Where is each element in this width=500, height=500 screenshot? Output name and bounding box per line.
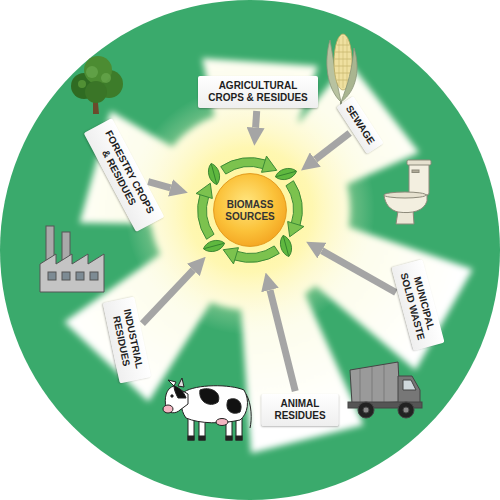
garbage-truck-icon (348, 362, 422, 418)
cow-icon (200, 389, 219, 405)
source-label: AGRICULTURAL CROPS & RESIDUES (204, 80, 312, 104)
white-star (64, 58, 472, 453)
center-glow (125, 85, 375, 335)
tree-icon (78, 80, 86, 88)
garbage-truck-icon (363, 407, 369, 413)
flow-arrow (270, 290, 295, 391)
garbage-truck-icon (398, 402, 414, 418)
cow-icon (171, 395, 173, 397)
flow-arrow (148, 182, 170, 188)
cycle-ring (206, 162, 222, 186)
cycle-ring (211, 164, 216, 183)
cow-icon (188, 436, 194, 440)
hub-label: BIOMASS SOURCES (221, 198, 279, 222)
factory-icon (40, 226, 104, 292)
hub-circle: BIOMASS SOURCES (188, 148, 313, 273)
cycle-ring (276, 171, 295, 176)
tree-icon (71, 56, 123, 114)
cycle-ring (286, 181, 302, 226)
factory-icon (46, 226, 54, 260)
factory-icon (62, 272, 70, 280)
cycle-ring (278, 234, 294, 258)
toilet-icon (409, 163, 429, 195)
toilet-icon (412, 170, 419, 173)
cow-icon (236, 436, 242, 440)
cycle-ring (221, 158, 266, 174)
cycle-ring (262, 156, 277, 172)
cycle-ring (206, 162, 222, 186)
cow-icon (163, 378, 251, 440)
cow-icon (163, 405, 173, 413)
cycle-ring (234, 246, 279, 262)
tree-icon (84, 56, 112, 84)
cycle-ring (283, 236, 288, 255)
cycle-ring (288, 222, 304, 237)
factory-icon (90, 272, 98, 280)
white-star (64, 58, 472, 453)
corn-icon (341, 48, 357, 102)
cow-icon (227, 399, 241, 414)
garbage-truck-icon (403, 407, 409, 413)
cow-icon (226, 436, 232, 440)
garbage-truck-icon (350, 362, 400, 404)
cow-icon (181, 386, 247, 423)
flow-arrow (142, 270, 193, 324)
cow-icon (199, 436, 205, 440)
cycle-ring (274, 166, 298, 182)
garbage-truck-icon (358, 402, 374, 418)
cow-icon (178, 378, 184, 387)
factory-icon (76, 272, 84, 280)
factory-icon (40, 254, 104, 292)
cycle-ring (196, 183, 212, 198)
source-panel: AGRICULTURAL CROPS & RESIDUES (198, 76, 318, 108)
tree-icon (85, 81, 107, 103)
cycle-ring (274, 166, 298, 182)
cycle-ring (214, 174, 287, 247)
cycle-ring (223, 248, 238, 264)
garbage-truck-icon (398, 376, 420, 404)
tree-icon (101, 73, 111, 83)
tree-icon (86, 66, 98, 78)
source-label: ANIMAL RESIDUES (268, 398, 333, 422)
cow-icon (216, 419, 228, 426)
toilet-icon (384, 192, 426, 198)
toilet-icon (384, 160, 431, 224)
flow-arrow (322, 251, 396, 293)
source-panel: ANIMAL RESIDUES (262, 394, 339, 426)
garbage-truck-icon (360, 365, 384, 403)
cycle-ring (278, 234, 294, 258)
garbage-truck-icon (403, 380, 416, 390)
cycle-ring (202, 238, 226, 254)
cow-icon (174, 386, 186, 398)
cow-icon (168, 380, 176, 386)
toilet-icon (407, 160, 431, 165)
flow-arrow (256, 111, 257, 128)
flow-arrow (315, 133, 349, 160)
factory-icon (48, 272, 56, 280)
connector-group (142, 111, 395, 391)
corn-icon (339, 36, 347, 88)
cycle-ring (202, 238, 226, 254)
cycle-ring (204, 243, 223, 248)
cycle-ring (198, 194, 214, 239)
